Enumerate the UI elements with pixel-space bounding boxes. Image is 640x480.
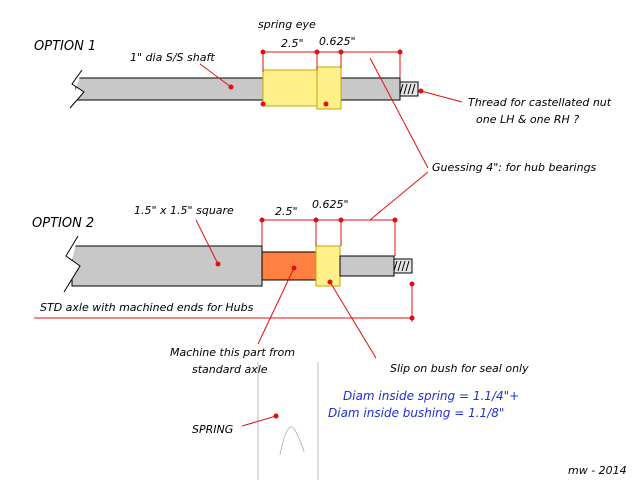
option1-break-mark xyxy=(69,69,85,109)
option1-thread-note-line1: Thread for castellated nut xyxy=(468,96,612,109)
spring-coil xyxy=(279,426,305,456)
diam-bushing-note: Diam inside bushing = 1.1/8" xyxy=(328,406,504,420)
option2-dim-a: 2.5" xyxy=(275,205,298,218)
signature: mw - 2014 xyxy=(568,464,627,477)
option1-spring-eye-collar xyxy=(316,66,342,110)
option1-thread-note-line2: one LH & one RH ? xyxy=(476,113,579,126)
option2-thread-hatch xyxy=(393,260,410,272)
option2-machined-part xyxy=(261,251,317,281)
option1-shaft-label: 1" dia S/S shaft xyxy=(130,51,215,64)
option1-spring-eye xyxy=(262,69,318,107)
diam-spring-note: Diam inside spring = 1.1/4"+ xyxy=(343,389,519,403)
option1-dim-b: 0.625" xyxy=(319,35,356,48)
option2-square-label: 1.5" x 1.5" square xyxy=(134,204,234,217)
option1-thread-hatch xyxy=(399,83,416,95)
option1-shaft xyxy=(75,77,401,101)
option2-dim-b: 0.625" xyxy=(312,198,349,211)
option1-spring-eye-label: spring eye xyxy=(258,18,316,31)
option2-title: OPTION 2 xyxy=(32,216,94,231)
machine-note-line1: Machine this part from xyxy=(170,346,295,359)
option1-title: OPTION 1 xyxy=(34,39,96,54)
hub-bearing-note: Guessing 4": for hub bearings xyxy=(432,161,597,174)
spring-label: SPRING xyxy=(192,423,233,436)
bush-note: Slip on bush for seal only xyxy=(390,362,529,375)
option2-end-shaft xyxy=(339,255,395,277)
machine-note-line2: standard axle xyxy=(192,363,268,376)
option1-dim-a: 2.5" xyxy=(281,37,304,50)
option2-square-axle xyxy=(71,245,263,287)
option2-bush xyxy=(315,245,341,287)
std-axle-label: STD axle with machined ends for Hubs xyxy=(40,301,254,314)
option2-break-mark xyxy=(63,235,81,293)
